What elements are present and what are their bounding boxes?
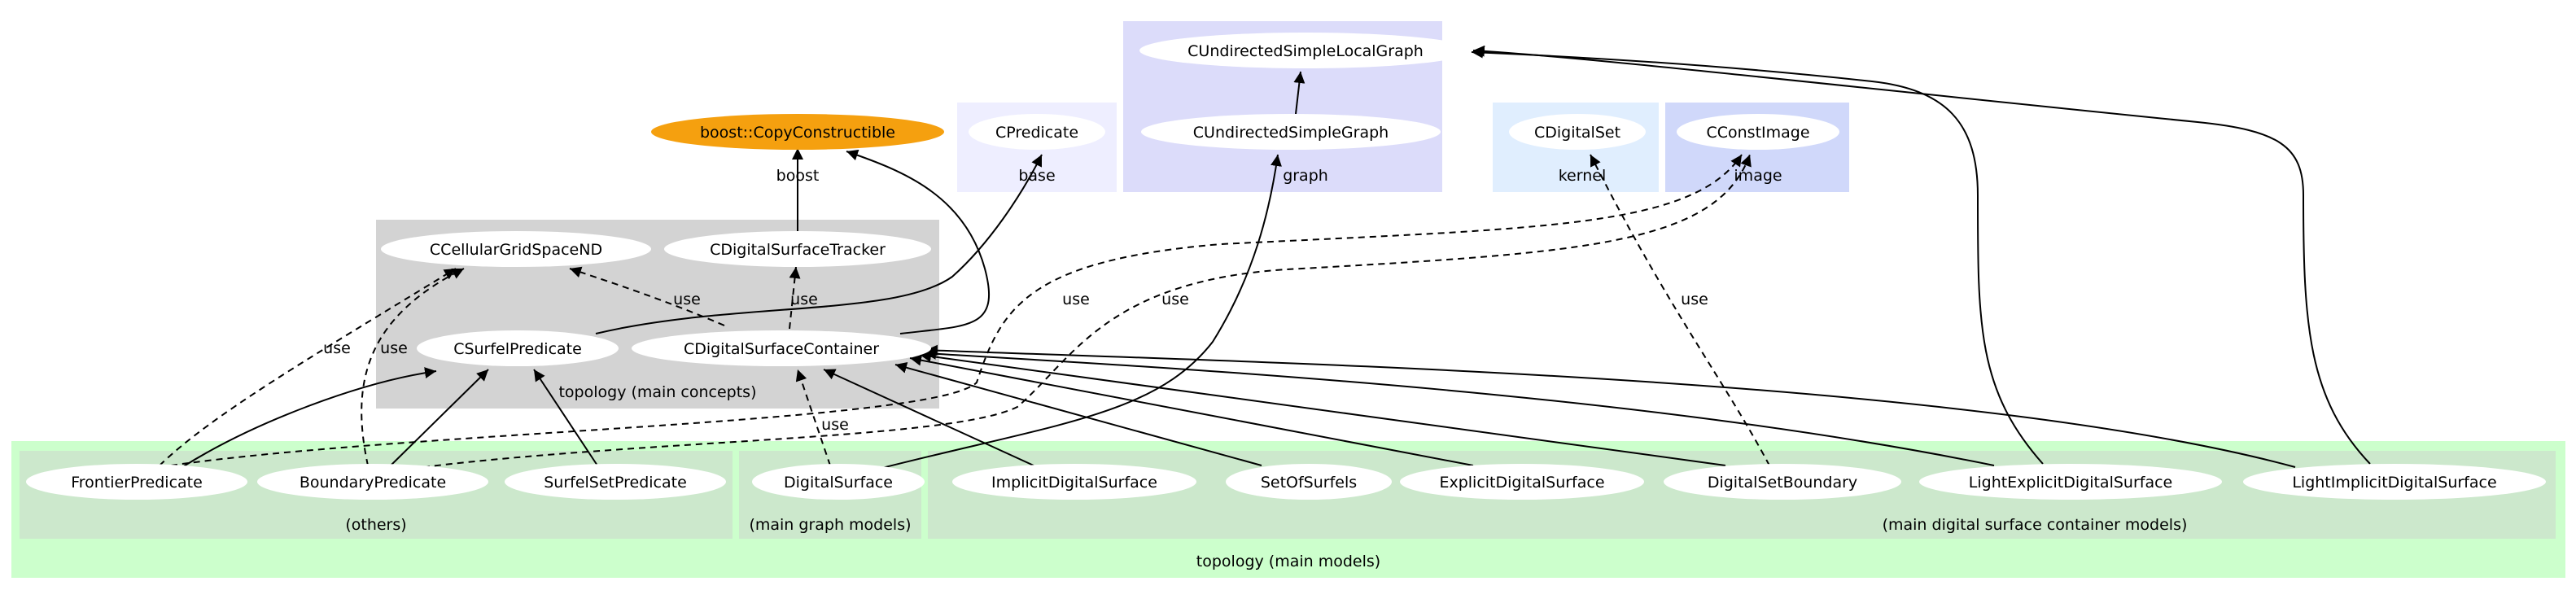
svg-text:LightExplicitDigitalSurface: LightExplicitDigitalSurface xyxy=(1969,474,2172,492)
node-csurfel-predicate[interactable]: CSurfelPredicate xyxy=(417,330,619,366)
edge-label-boost: boost xyxy=(776,167,820,185)
edge-container-uses-tracker xyxy=(789,266,801,330)
svg-text:BoundaryPredicate: BoundaryPredicate xyxy=(300,474,446,492)
node-digital-surface[interactable]: DigitalSurface xyxy=(752,464,925,500)
node-light-explicit-digital-surface[interactable]: LightExplicitDigitalSurface xyxy=(1919,464,2222,500)
node-cdigital-surface-container[interactable]: CDigitalSurfaceContainer xyxy=(632,330,931,366)
edge-lightexplicit-to-localgraph xyxy=(1471,46,2044,465)
edge-label-use-container-tracker: use xyxy=(790,291,818,308)
edge-label-use-container-gridspace: use xyxy=(673,291,701,308)
node-cdigital-surface-tracker[interactable]: CDigitalSurfaceTracker xyxy=(664,231,931,267)
node-set-of-surfels[interactable]: SetOfSurfels xyxy=(1226,464,1392,500)
node-digital-set-boundary[interactable]: DigitalSetBoundary xyxy=(1664,464,1901,500)
edge-explicit-to-container xyxy=(909,354,1474,466)
svg-text:CUndirectedSimpleGraph: CUndirectedSimpleGraph xyxy=(1193,124,1389,142)
cluster-label-topology-main-models: topology (main models) xyxy=(1196,553,1380,570)
node-frontier-predicate[interactable]: FrontierPredicate xyxy=(26,464,247,500)
svg-text:ImplicitDigitalSurface: ImplicitDigitalSurface xyxy=(991,474,1157,492)
svg-text:CSurfelPredicate: CSurfelPredicate xyxy=(453,340,582,358)
svg-text:CDigitalSet: CDigitalSet xyxy=(1534,124,1620,142)
edge-frontier-uses-gridspace xyxy=(159,268,457,466)
svg-text:DigitalSetBoundary: DigitalSetBoundary xyxy=(1708,474,1857,492)
svg-text:CCellularGridSpaceND: CCellularGridSpaceND xyxy=(430,241,602,259)
edge-setboundary-uses-digitalset xyxy=(1590,154,1770,466)
node-cpredicate[interactable]: CPredicate xyxy=(969,114,1105,150)
edge-label-use-digitalsurface-container: use xyxy=(821,416,849,434)
cluster-label-others: (others) xyxy=(345,516,406,534)
edge-container-to-boost xyxy=(846,149,990,334)
svg-text:SetOfSurfels: SetOfSurfels xyxy=(1261,474,1357,492)
node-cundirected-simple-graph[interactable]: CUndirectedSimpleGraph xyxy=(1141,114,1441,150)
node-light-implicit-digital-surface[interactable]: LightImplicitDigitalSurface xyxy=(2243,464,2546,500)
edge-lightexplicit-to-container xyxy=(924,347,1995,466)
node-explicit-digital-surface[interactable]: ExplicitDigitalSurface xyxy=(1400,464,1644,500)
cluster-label-topology-main-concepts: topology (main concepts) xyxy=(558,383,756,401)
svg-text:FrontierPredicate: FrontierPredicate xyxy=(71,474,203,492)
svg-text:DigitalSurface: DigitalSurface xyxy=(784,474,893,492)
edge-graph-to-local-graph xyxy=(1293,71,1305,115)
node-cconst-image[interactable]: CConstImage xyxy=(1677,114,1839,150)
svg-text:boost::CopyConstructible: boost::CopyConstructible xyxy=(700,124,895,142)
edge-digitalsurface-uses-container xyxy=(795,369,831,466)
cluster-label-main-container-models: (main digital surface container models) xyxy=(1883,516,2188,534)
svg-text:ExplicitDigitalSurface: ExplicitDigitalSurface xyxy=(1439,474,1604,492)
svg-text:CDigitalSurfaceContainer: CDigitalSurfaceContainer xyxy=(684,340,879,358)
edge-setboundary-to-container xyxy=(919,350,1726,466)
edge-labels: boost use use use use use use use use xyxy=(323,167,1708,434)
svg-text:CUndirectedSimpleLocalGraph: CUndirectedSimpleLocalGraph xyxy=(1187,42,1424,60)
edge-label-use-setboundary-digitalset: use xyxy=(1681,291,1708,308)
cluster-label-main-graph-models: (main graph models) xyxy=(749,516,911,534)
edge-surfelset-to-csurfelpredicate xyxy=(533,369,598,466)
node-ccellular-grid-space-nd[interactable]: CCellularGridSpaceND xyxy=(381,231,651,267)
edge-boundary-uses-image xyxy=(422,154,1752,468)
node-surfel-set-predicate[interactable]: SurfelSetPredicate xyxy=(505,464,726,500)
svg-text:CPredicate: CPredicate xyxy=(995,124,1078,142)
edge-label-use-frontier-gridspace: use xyxy=(323,339,351,357)
edge-label-use-boundary-image: use xyxy=(1161,291,1189,308)
edges xyxy=(159,45,2371,470)
edge-lightimplicit-to-localgraph xyxy=(1472,45,2371,465)
edge-lightimplicit-to-container xyxy=(925,344,2296,468)
cluster-label-kernel: kernel xyxy=(1559,167,1607,185)
edge-csurfelpredicate-to-cpredicate xyxy=(595,154,1043,334)
edge-implicit-to-container xyxy=(823,369,1034,466)
cluster-label-image: image xyxy=(1734,167,1782,185)
cluster-label-graph: graph xyxy=(1283,167,1328,185)
edge-label-use-boundary-gridspace: use xyxy=(380,339,408,357)
node-implicit-digital-surface[interactable]: ImplicitDigitalSurface xyxy=(952,464,1196,500)
svg-text:CDigitalSurfaceTracker: CDigitalSurfaceTracker xyxy=(710,241,886,259)
cluster-label-base: base xyxy=(1018,167,1055,185)
edge-frontier-uses-image xyxy=(170,154,1743,466)
svg-text:CConstImage: CConstImage xyxy=(1706,124,1809,142)
svg-text:SurfelSetPredicate: SurfelSetPredicate xyxy=(544,474,687,492)
edge-label-use-frontier-image: use xyxy=(1062,291,1090,308)
node-copy-constructible[interactable]: boost::CopyConstructible xyxy=(651,114,944,150)
node-cdigital-set[interactable]: CDigitalSet xyxy=(1509,114,1646,150)
edge-boundary-to-csurfelpredicate xyxy=(390,369,489,466)
edge-frontier-to-csurfelpredicate xyxy=(182,367,437,468)
nodes: boost::CopyConstructible CPredicate CUnd… xyxy=(26,33,2546,500)
node-boundary-predicate[interactable]: BoundaryPredicate xyxy=(257,464,488,500)
node-cundirected-simple-local-graph[interactable]: CUndirectedSimpleLocalGraph xyxy=(1139,33,1472,68)
svg-text:LightImplicitDigitalSurface: LightImplicitDigitalSurface xyxy=(2292,474,2496,492)
edge-setofsurfels-to-container xyxy=(894,361,1262,466)
